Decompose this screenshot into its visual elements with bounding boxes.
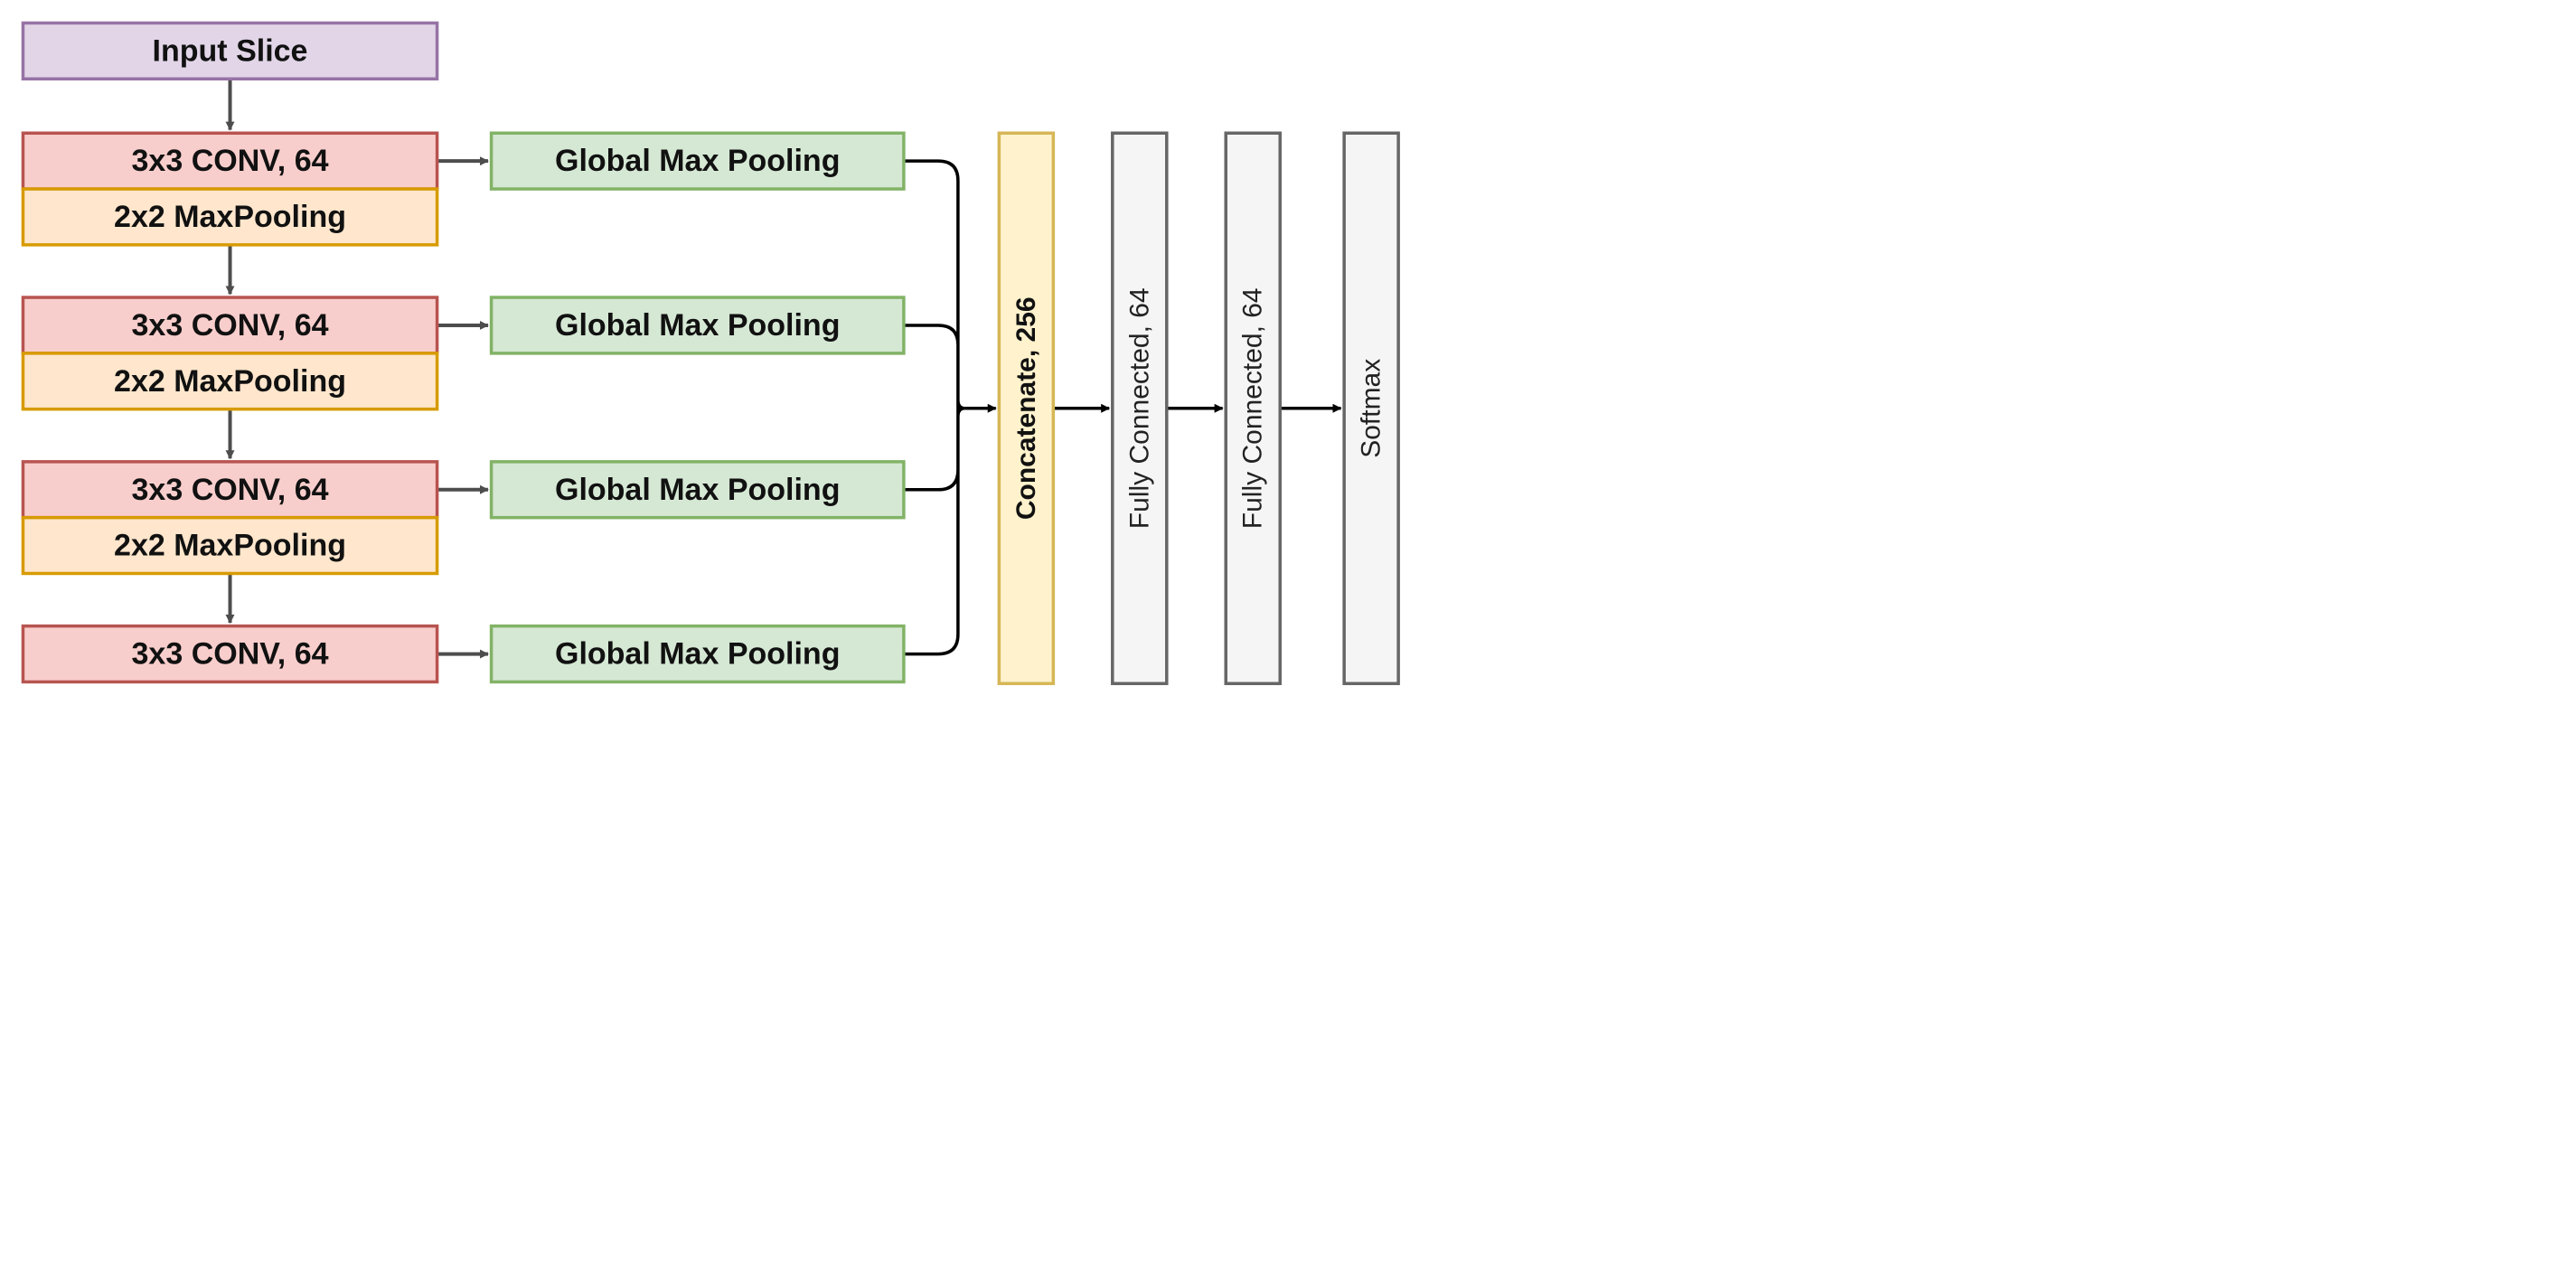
global-max-pooling-box: [489, 131, 906, 191]
concatenate-box: [997, 131, 1056, 686]
softmax-label: Softmax: [1357, 359, 1387, 458]
concatenate-label: Concatenate, 256: [1011, 296, 1041, 520]
fully-connected-box: [1111, 131, 1169, 686]
input-slice-box: [21, 21, 439, 81]
maxpool-label: 2x2 MaxPooling: [114, 364, 346, 399]
conv-label: 3x3 CONV, 64: [132, 308, 329, 343]
global-max-pooling-box: [489, 460, 906, 520]
fully-connected-label: Fully Connected, 64: [1238, 287, 1268, 529]
maxpool-box: [21, 352, 439, 411]
softmax-box: [1342, 131, 1400, 686]
connections: [225, 79, 1342, 659]
global-max-pooling-label: Global Max Pooling: [555, 308, 840, 343]
conv-label: 3x3 CONV, 64: [132, 144, 329, 178]
maxpool-label: 2x2 MaxPooling: [114, 200, 346, 234]
input-slice-label: Input Slice: [153, 33, 308, 68]
maxpool-box: [21, 187, 439, 247]
global-max-pooling-box: [489, 296, 906, 355]
conv-box: [21, 131, 439, 191]
layers: Input Slice 3x3 CONV, 64 2x2 MaxPooling 3x3…: [21, 21, 1400, 686]
fully-connected-box: [1224, 131, 1282, 686]
conv-box: [21, 624, 439, 684]
merge-connector: [903, 159, 965, 656]
conv-label: 3x3 CONV, 64: [132, 637, 329, 672]
conv-box: [21, 296, 439, 355]
global-max-pooling-box: [489, 624, 906, 684]
global-max-pooling-label: Global Max Pooling: [555, 637, 840, 672]
global-max-pooling-label: Global Max Pooling: [555, 144, 840, 178]
fully-connected-label: Fully Connected, 64: [1124, 287, 1154, 529]
maxpool-label: 2x2 MaxPooling: [114, 529, 346, 563]
conv-box: [21, 460, 439, 520]
conv-label: 3x3 CONV, 64: [132, 473, 329, 507]
global-max-pooling-label: Global Max Pooling: [555, 473, 840, 507]
maxpool-box: [21, 515, 439, 576]
